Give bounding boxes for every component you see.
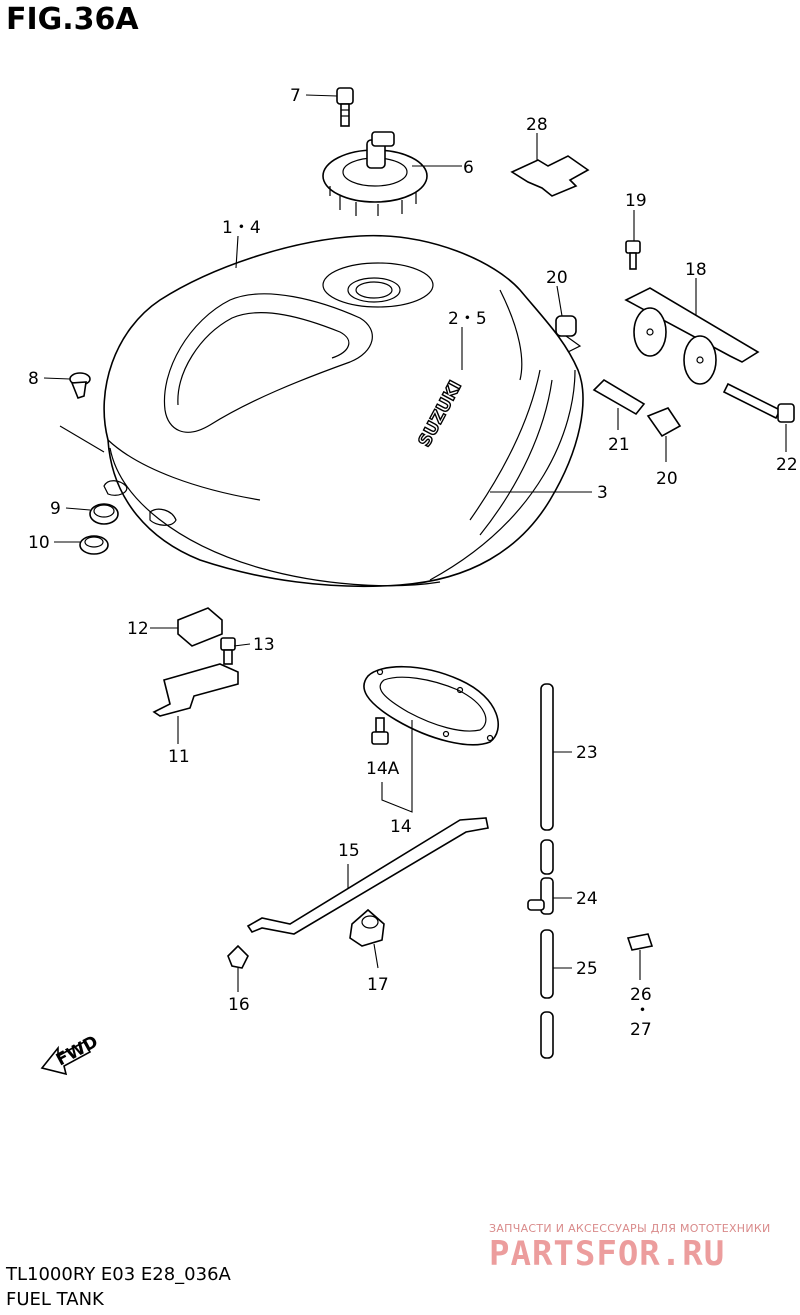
figure-title: FIG.36A <box>6 2 139 37</box>
screw-8[interactable] <box>69 372 91 399</box>
watermark-brand: PARTSFOR.RU <box>489 1234 726 1274</box>
plate-28[interactable] <box>510 155 590 197</box>
callout-20-upper: 20 <box>546 268 568 288</box>
callout-18: 18 <box>685 260 707 280</box>
bolt-13[interactable] <box>220 637 236 665</box>
callout-3: 3 <box>597 483 608 503</box>
callout-11: 11 <box>168 747 190 767</box>
fitting-24[interactable] <box>527 877 554 915</box>
callout-16: 16 <box>228 995 250 1015</box>
watermark-tagline: ЗАПЧАСТИ И АКСЕССУАРЫ ДЛЯ МОТОТЕХНИКИ <box>489 1222 771 1235</box>
rod-15[interactable] <box>246 817 489 935</box>
callout-20-lower: 20 <box>656 469 678 489</box>
callout-25: 25 <box>576 959 598 979</box>
bracket-18[interactable] <box>624 287 760 385</box>
hose-25[interactable] <box>540 929 554 1059</box>
callout-6: 6 <box>463 158 474 178</box>
callout-14: 14 <box>390 817 412 837</box>
bolt-7[interactable] <box>336 87 354 127</box>
fuel-tank[interactable] <box>103 234 584 588</box>
plate-14[interactable] <box>363 665 499 746</box>
callout-26: 26 <box>630 985 652 1005</box>
callout-labels: 7 6 28 19 18 20 1・4 2・5 3 8 9 10 21 20 2… <box>28 86 798 1040</box>
bolt-22[interactable] <box>722 382 795 423</box>
clamp-17[interactable] <box>349 908 385 947</box>
bolt-14a[interactable] <box>371 717 389 745</box>
callout-8: 8 <box>28 369 39 389</box>
callout-10: 10 <box>28 533 50 553</box>
cushion-9[interactable] <box>89 503 119 525</box>
collar-21[interactable] <box>592 378 646 416</box>
footer-section-name: FUEL TANK <box>6 1289 104 1310</box>
callout-19: 19 <box>625 191 647 211</box>
callout-21: 21 <box>608 435 630 455</box>
callout-14a: 14A <box>366 759 400 779</box>
callout-22: 22 <box>776 455 798 475</box>
callout-2-5: 2・5 <box>448 309 487 329</box>
footer-model-code: TL1000RY E03 E28_036A <box>6 1264 231 1285</box>
fuel-cap-6[interactable] <box>322 131 428 216</box>
cushion-10[interactable] <box>79 535 109 555</box>
bracket-11[interactable] <box>152 663 239 717</box>
callout-27: 27 <box>630 1020 652 1040</box>
callout-28: 28 <box>526 115 548 135</box>
callout-13: 13 <box>253 635 275 655</box>
connector-12[interactable] <box>177 607 223 647</box>
fwd-label: FWD <box>53 1032 102 1071</box>
grommet-20-lower[interactable] <box>646 407 682 438</box>
callout-12: 12 <box>127 619 149 639</box>
callout-7: 7 <box>290 86 301 106</box>
hose-23[interactable] <box>540 683 554 875</box>
leader-lines <box>43 94 787 992</box>
callout-17: 17 <box>367 975 389 995</box>
callout-15: 15 <box>338 841 360 861</box>
callout-23: 23 <box>576 743 598 763</box>
cap-16[interactable] <box>227 944 249 969</box>
bolt-19[interactable] <box>625 240 641 270</box>
grommet-20-upper[interactable] <box>555 315 582 353</box>
callout-1-4: 1・4 <box>222 218 261 238</box>
clip-26-27[interactable] <box>626 933 654 951</box>
callout-9: 9 <box>50 499 61 519</box>
fwd-arrow-icon: FWD <box>40 1032 102 1076</box>
callout-24: 24 <box>576 889 598 909</box>
callout-26-27-separator: ・ <box>634 1001 651 1021</box>
